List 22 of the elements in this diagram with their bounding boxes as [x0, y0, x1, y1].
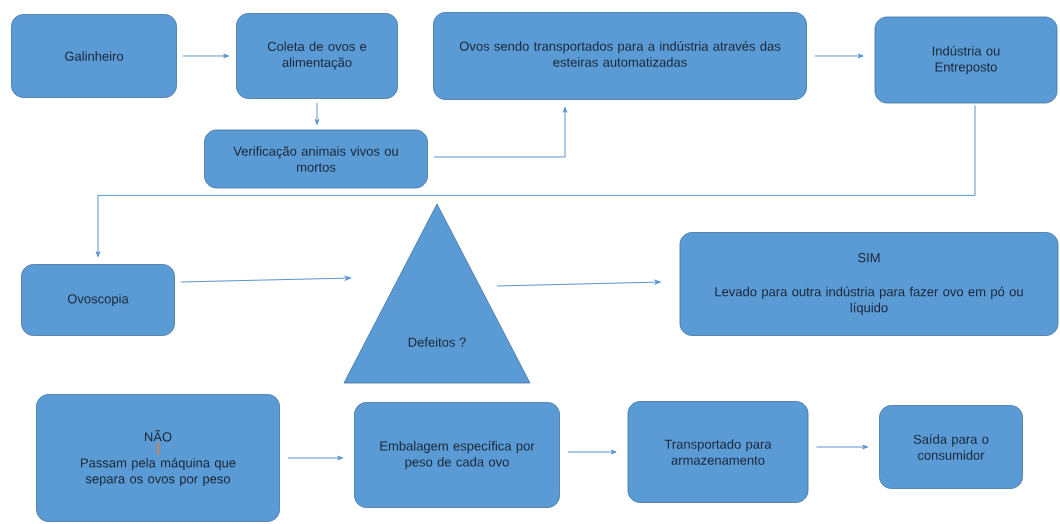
- process-box: Ovos sendo transportados para a indústria através das esteiras automatizadas: [433, 12, 807, 100]
- process-box: SIM Levado para outra indústria para fazer ovo em pó ou líquido: [679, 232, 1059, 336]
- process-box: Saída para o consumidor: [879, 405, 1023, 489]
- arrow: [95, 104, 976, 258]
- decision-triangle: Defeitos ?: [343, 203, 531, 384]
- arrow: [814, 53, 864, 59]
- process-box: Verificação animais vivos ou mortos: [204, 129, 428, 189]
- arrow: [180, 275, 352, 283]
- arrow: [182, 53, 230, 59]
- process-box: Galinheiro: [11, 14, 177, 98]
- process-box: Indústria ou Entreposto: [874, 16, 1058, 104]
- arrow: [815, 444, 869, 450]
- arrow: [433, 106, 568, 158]
- process-box: Coleta de ovos e alimentação: [236, 13, 398, 99]
- arrow: [496, 279, 661, 287]
- arrow: [314, 102, 320, 125]
- process-box: Transportado para armazenamento: [627, 401, 809, 503]
- process-box: NÃO Passam pela máquina que separa os ovos por peso: [36, 394, 280, 522]
- process-box: Ovoscopia: [21, 264, 175, 336]
- arrow: [287, 455, 344, 461]
- arrow: [567, 449, 617, 455]
- process-box: Embalagem específica por peso de cada ovo: [354, 402, 560, 508]
